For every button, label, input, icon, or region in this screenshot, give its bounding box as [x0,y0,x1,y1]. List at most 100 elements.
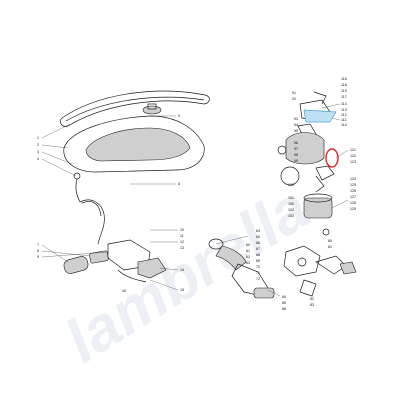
carb-body [285,132,325,165]
callout-number: 127 [350,195,356,199]
callout-number: 94 [294,123,298,127]
tank-seal [60,90,210,127]
callout-number: 66 [256,241,260,245]
callout-number: 13 [180,246,184,250]
gasket [299,279,317,297]
callout-number: 119 [341,89,347,93]
callout-number: 80 [328,239,332,243]
callout-number: 114 [341,102,347,106]
callout-number: 124 [350,177,356,181]
callout-number: 86 [282,307,286,311]
callout-number: 2 [37,143,39,147]
callout-number: 10 [180,228,184,232]
callout-number: 111 [341,118,346,122]
callout-number: 96 [294,141,298,145]
drain-screw [322,228,330,236]
callout-number: 93 [294,117,298,121]
callout-number: 118 [341,83,347,87]
callout-number: 84 [282,295,286,299]
callout-number: 4 [37,157,39,161]
fuel-tap [73,172,81,180]
hose [117,269,147,283]
callout-number: 126 [350,189,356,193]
callout-number: 9 [37,255,39,259]
callout-number: 98 [294,153,298,157]
callout-number: 70 [256,265,260,269]
callout-number: 82 [310,297,314,301]
callout-number: 15 [180,288,184,292]
callout-number: 8 [37,249,39,253]
callout-number: 72 [256,277,260,281]
callout-number: 67 [256,247,260,251]
callout-number: 123 [350,160,356,164]
callout-number: 12 [180,240,184,244]
fuel-cap-top [147,103,157,110]
callout-number: 101 [288,196,294,200]
callout-number: 116 [341,77,347,81]
callout-number: 97 [294,147,298,151]
callout-number: 85 [282,301,286,305]
carb-spring [315,165,335,181]
filter [339,261,357,275]
callout-number: 91 [292,91,296,95]
callout-number: 5 [178,114,180,118]
clip [315,175,325,193]
rubber-boot [253,287,275,299]
fuel-cap [142,105,162,115]
callout-labels: 1234567891011121314154011611811911711411… [37,77,356,311]
callout-number: 3 [37,150,39,154]
carb-inlet [277,145,287,155]
callout-number: 95 [294,129,298,133]
manifold [283,245,321,277]
intake-ring [208,238,224,250]
callout-number: 128 [350,201,356,205]
callout-number: 68 [256,253,260,257]
callout-number: 99 [294,159,298,163]
leader-lines [41,103,349,297]
callout-number: 1 [37,136,39,140]
carb-bowl [280,166,300,186]
callout-number: 14 [180,268,184,272]
callout-number: 83 [310,303,314,307]
carburetor-group [277,91,339,236]
callout-number: 64 [256,229,260,233]
callout-number: 117 [341,95,347,99]
callout-number: 113 [341,108,347,112]
callout-number: 6 [178,182,180,186]
fuel-tank-group [60,90,210,203]
callout-number: 61 [246,249,250,253]
float-bowl-rim [303,193,333,203]
tank-seal-inner [65,96,205,122]
manifold-port [297,257,307,267]
watermark-text: lambrella [54,174,321,377]
callout-number: 125 [350,183,356,187]
fuel-tank [63,115,205,173]
callout-number: 103 [288,214,294,218]
ht-cable [79,199,105,245]
air-box-cover [137,257,167,279]
callout-number: 62 [246,255,250,259]
callout-number: 92 [292,97,296,101]
ignition-coil [63,256,89,274]
coil-bracket [89,250,109,264]
ignition-group [63,199,167,283]
callout-number: 129 [350,207,356,211]
callout-number: 11 [180,234,184,238]
ht-cable-2 [81,201,102,217]
callout-number: 63 [246,261,250,265]
lever [313,91,327,105]
callout-number: 122 [350,154,356,158]
watermark: lambrella [54,174,321,377]
callout-number: 40 [122,289,126,293]
callout-number: 60 [246,243,250,247]
callout-number: 71 [256,271,260,275]
blue-highlight-part [303,109,337,123]
callout-number: 7 [37,243,39,247]
fuel-line [75,178,81,203]
callout-number: 100 [288,202,294,206]
intake-group [208,238,357,299]
callout-number: 112 [341,113,347,117]
callout-number: 102 [288,208,294,212]
